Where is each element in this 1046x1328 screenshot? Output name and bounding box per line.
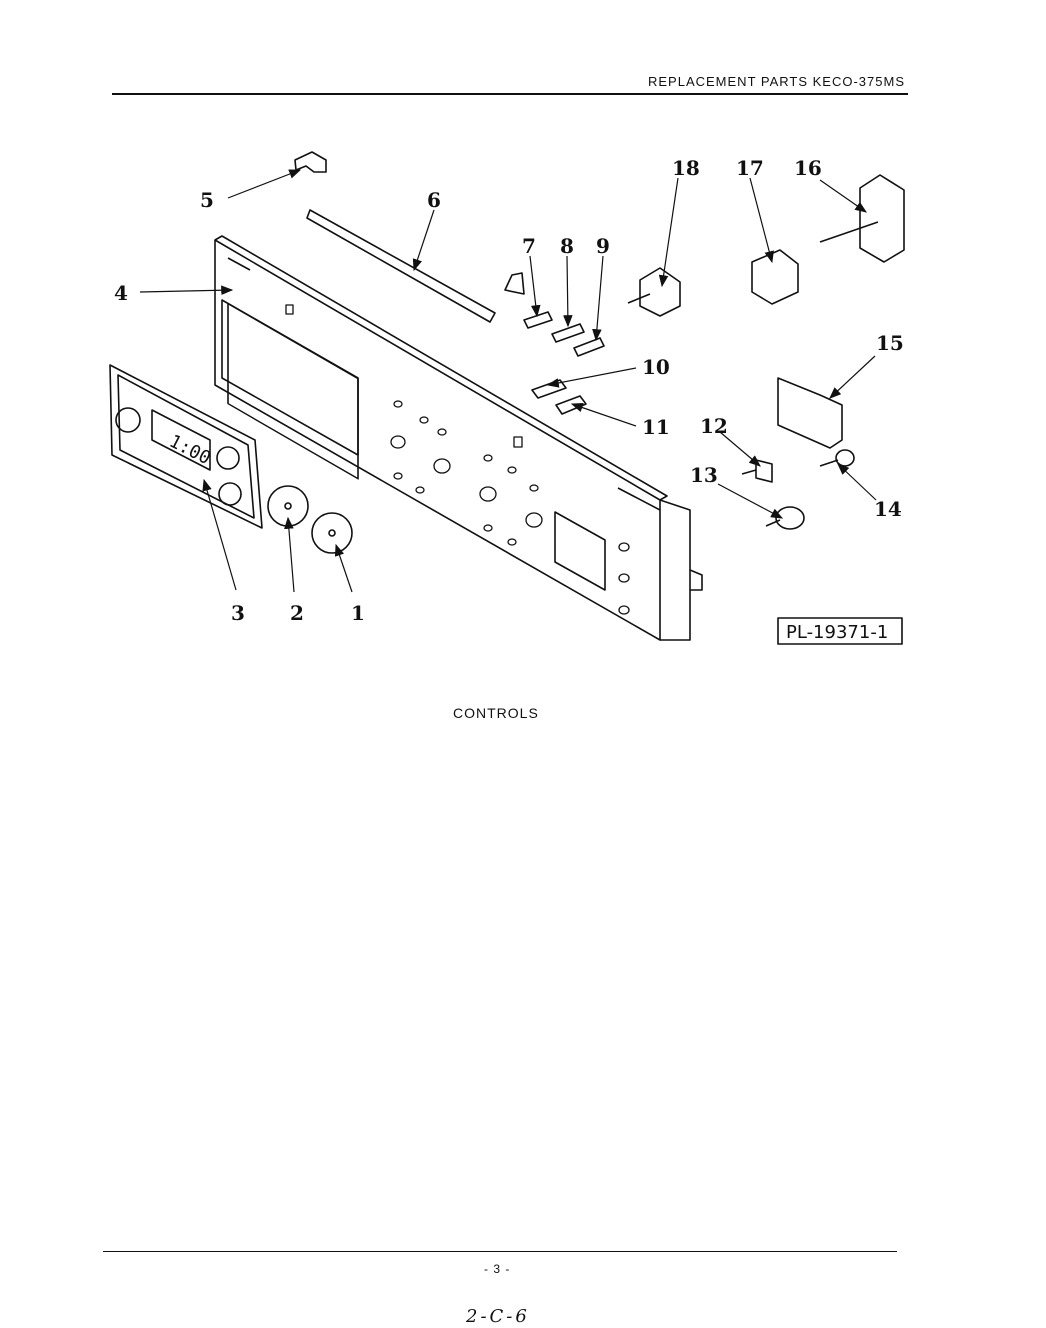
callout-13: 13 <box>690 463 718 487</box>
pin-part-9 <box>573 337 605 357</box>
callout-17: 17 <box>736 156 764 180</box>
clock-faceplate-part <box>109 364 263 529</box>
panel-holes <box>285 304 630 615</box>
clock-display-text: 1:00 <box>166 431 214 469</box>
diagram-caption: CONTROLS <box>453 705 539 721</box>
callout-7: 7 <box>522 234 536 258</box>
callout-16: 16 <box>794 156 822 180</box>
clip-part <box>504 272 525 295</box>
page-number: - 3 - <box>484 1262 511 1276</box>
control-panel-part <box>214 235 703 641</box>
bracket-part <box>294 151 327 173</box>
reference-code-text: PL-19371-1 <box>786 622 888 643</box>
callout-3: 3 <box>231 601 245 625</box>
pin-part-8 <box>551 323 585 343</box>
knob-part-1 <box>311 512 353 554</box>
block-part <box>819 174 905 263</box>
callout-8: 8 <box>560 234 574 258</box>
handwritten-note: 2-C-6 <box>466 1306 530 1327</box>
switch-part <box>627 267 681 317</box>
leader-lines <box>139 169 877 593</box>
lamp-part <box>755 459 773 483</box>
callout-6: 6 <box>427 188 441 212</box>
nut-part <box>835 449 855 467</box>
callout-18: 18 <box>672 156 700 180</box>
callout-14: 14 <box>874 497 902 521</box>
page-header-title: REPLACEMENT PARTS KECO-375MS <box>647 74 905 89</box>
plate-part <box>777 377 843 449</box>
reference-code-box <box>777 617 903 645</box>
callout-4: 4 <box>114 281 128 305</box>
sleeve-part-11 <box>555 395 587 415</box>
callout-1: 1 <box>351 601 365 625</box>
callout-11: 11 <box>642 415 670 439</box>
header-divider <box>112 93 908 95</box>
callout-10: 10 <box>642 355 670 379</box>
callout-12: 12 <box>700 414 728 438</box>
mounting-bracket-part <box>751 249 799 305</box>
socket-part <box>775 506 805 530</box>
callout-5: 5 <box>200 188 214 212</box>
rod-part <box>306 209 496 323</box>
pin-part-7 <box>523 311 553 329</box>
callout-2: 2 <box>290 601 304 625</box>
callout-15: 15 <box>876 331 904 355</box>
callout-9: 9 <box>596 234 610 258</box>
controls-exploded-diagram: 1:00 1 2 3 4 5 6 7 8 9 10 11 12 13 14 15… <box>109 151 905 645</box>
footer-divider <box>103 1251 897 1252</box>
